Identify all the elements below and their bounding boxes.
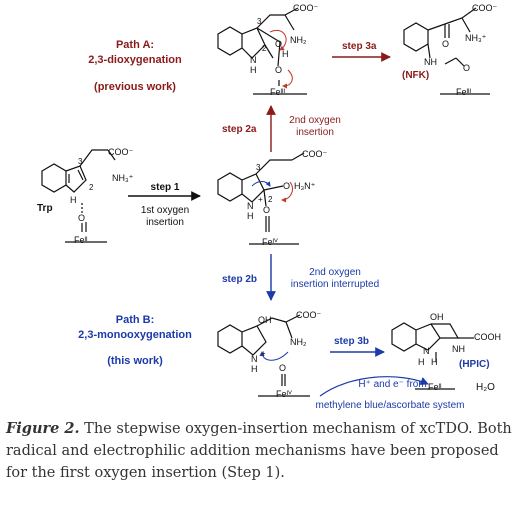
step2b-label: step 2b (222, 274, 258, 285)
trp-c2: 2 (89, 183, 94, 192)
pb-fe: Feᴵⱽ (276, 389, 292, 399)
pb-n: N (251, 354, 258, 364)
nfk-nh3: NH₃⁺ (465, 33, 487, 43)
mechanism-scheme (41, 7, 490, 397)
pb-nh2: NH₂ (290, 337, 307, 347)
trp-c3: 3 (78, 157, 83, 166)
path-b-subtitle: 2,3-monooxygenation (78, 329, 192, 341)
path-a-title: Path A: (115, 39, 155, 51)
figure-caption: Figure 2. The stepwise oxygen-insertion … (6, 418, 517, 484)
hpic-n: N (423, 346, 430, 356)
pa-nh: H (250, 65, 257, 75)
s1-fe: Feᴵⱽ (262, 237, 278, 247)
hpic-h1: H (418, 357, 425, 367)
trp-coo: COO⁻ (108, 147, 134, 157)
step2b-desc-line1: 2nd oxygen (309, 267, 361, 278)
step1-curly-arrow-2 (281, 181, 293, 203)
pa-o: O (275, 65, 283, 75)
pb-charge: + (261, 349, 266, 358)
path-a-curly-arrow-1 (269, 29, 287, 51)
s1-nh: H (247, 211, 254, 221)
pb-nh: H (251, 364, 258, 374)
nfk-ketone-o: O (442, 39, 450, 49)
pa-c2: 2 (262, 44, 267, 53)
path-a-intermediate (217, 7, 307, 95)
hpic-oh: OH (430, 312, 444, 322)
caption-text: The stepwise oxygen-insertion mechanism … (6, 421, 512, 481)
hpic-cooh: COOH (474, 332, 501, 342)
step2b-desc-line2: insertion interrupted (290, 279, 380, 290)
nfk-label: (NFK) (402, 70, 430, 81)
hpic-label: (HPIC) (459, 359, 490, 370)
trp-fe: Feᴵᴵ (74, 235, 88, 245)
pb-oh: OH (258, 315, 272, 325)
s1-n: N (247, 201, 254, 211)
step1-curly-arrow (251, 181, 271, 187)
pa-n: N (250, 55, 257, 65)
path-b-curly-arrow (259, 351, 289, 361)
path-a-subtitle: 2,3-dioxygenation (88, 54, 182, 66)
pa-coo: COO⁻ (293, 3, 319, 13)
pa-nh2: NH₂ (290, 35, 307, 45)
step2a-desc-line1: 2nd oxygen (289, 115, 341, 126)
nfk-molecule (403, 7, 490, 95)
path-a-curly-arrow-2 (282, 69, 293, 89)
path-b-note: (this work) (107, 355, 163, 367)
pa-c3: 3 (257, 17, 262, 26)
nfk-nh: NH (424, 57, 437, 67)
step2a-desc-line2: insertion (296, 127, 334, 138)
path-a-note: (previous work) (94, 81, 176, 93)
hpic-h2: H (431, 357, 438, 367)
pb-o: O (279, 363, 287, 373)
s1-c2: 2 (268, 195, 273, 204)
s1-h3n: H₃N⁺ (294, 181, 316, 191)
s1-o-top: O (263, 205, 271, 215)
nfk-coo: COO⁻ (472, 3, 498, 13)
figure-label: Figure 2. (6, 420, 80, 437)
hpic-molecule (391, 322, 474, 390)
s1-charge: + (258, 195, 263, 204)
pa-o-bridge: O (275, 39, 283, 49)
step1-desc-line2: insertion (146, 217, 184, 228)
trp-nh3: NH₃⁺ (112, 173, 134, 183)
pb-coo: COO⁻ (296, 310, 322, 320)
pa-fe: Feᴵᴵᴵ (270, 87, 286, 97)
s1-coo: COO⁻ (302, 149, 328, 159)
step2a-label: step 2a (222, 124, 257, 135)
s1-c3: 3 (256, 163, 261, 172)
step1-desc-line1: 1st oxygen (140, 205, 190, 216)
hpic-h2o: H₂O (476, 382, 495, 393)
reduction-desc-line1: H⁺ and e⁻ from (358, 379, 427, 390)
nfk-fe: Feᴵᴵᴵ (456, 87, 472, 97)
reduction-desc-line2: methylene blue/ascorbate system (315, 400, 465, 411)
step1-label: step 1 (150, 182, 180, 193)
path-b-intermediate (217, 314, 310, 397)
trp-molecule (41, 149, 116, 243)
step3b-label: step 3b (334, 336, 370, 347)
s1-o: O (283, 181, 291, 191)
reduction-arrow (319, 376, 429, 397)
hpic-nh: NH (452, 344, 465, 354)
trp-label: Trp (37, 203, 53, 214)
step1-intermediate (217, 152, 305, 245)
pa-h: H (282, 49, 289, 59)
nfk-formyl-o: O (463, 63, 471, 73)
trp-o: O (78, 213, 86, 223)
path-b-title: Path B: (115, 314, 155, 326)
step3a-label: step 3a (342, 41, 377, 52)
hpic-fe: Feᴵᴵ (428, 382, 442, 392)
trp-nh: H (70, 195, 77, 205)
